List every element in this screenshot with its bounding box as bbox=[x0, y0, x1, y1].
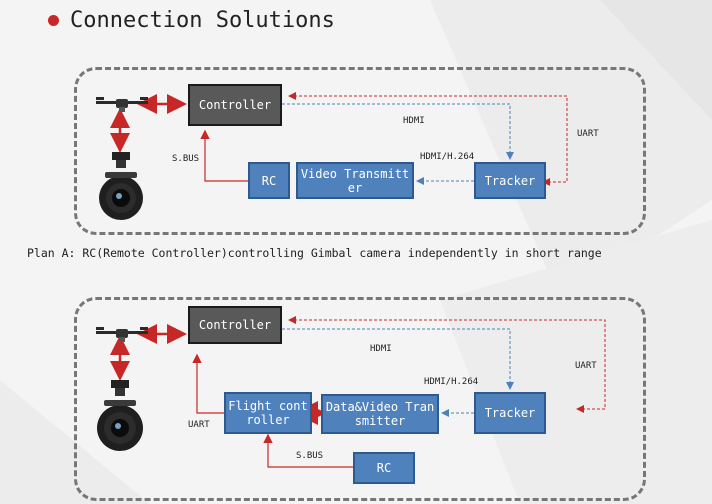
plan-a-hdmi-line bbox=[282, 103, 514, 160]
plan-b-panel bbox=[74, 297, 646, 501]
plan-b-data-video-transmitter-box: Data&Video Transmitter bbox=[321, 394, 439, 434]
plan-b-uart-right-label: UART bbox=[575, 361, 597, 371]
gimbal-camera-icon bbox=[99, 152, 143, 220]
plan-a-sbus-line bbox=[200, 129, 248, 182]
plan-b-uart-left-label: UART bbox=[188, 420, 210, 430]
plan-a-controller-box: Controller bbox=[188, 84, 282, 126]
plan-b-tracker-box: Tracker bbox=[474, 392, 546, 434]
plan-b-sbus-line bbox=[263, 433, 353, 468]
plan-a-sbus-label: S.BUS bbox=[172, 154, 200, 164]
plan-a-rc-box: RC bbox=[248, 162, 290, 199]
plan-a-caption: Plan A: RC(Remote Controller)controlling… bbox=[27, 246, 602, 260]
plan-a-tracker-box: Tracker bbox=[474, 162, 546, 199]
plan-b-controller-box: Controller bbox=[188, 306, 282, 344]
page-title: Connection Solutions bbox=[70, 8, 335, 33]
plan-a-video-transmitter-box: Video Transmitter bbox=[296, 162, 414, 199]
plan-b-hdmi-label: HDMI bbox=[370, 344, 392, 354]
plan-a-uart-line bbox=[288, 92, 568, 186]
plan-b-flight-controller-box: Flight controller bbox=[224, 392, 312, 434]
drone-icon bbox=[96, 327, 148, 342]
plan-b-uart-right-line bbox=[288, 316, 606, 413]
plan-a-uart-label: UART bbox=[577, 129, 599, 139]
plan-a-panel bbox=[74, 67, 646, 235]
gimbal-camera-icon bbox=[97, 380, 143, 451]
plan-b-hdmi-h264-label: HDMI/H.264 bbox=[424, 377, 479, 387]
plan-a-hdmi-h264-label: HDMI/H.264 bbox=[420, 152, 475, 162]
plan-b-uart-left-line bbox=[192, 353, 224, 414]
plan-b-sbus-label: S.BUS bbox=[296, 451, 324, 461]
plan-b-rc-box: RC bbox=[353, 452, 415, 484]
drone-icon bbox=[96, 97, 148, 112]
plan-a-hdmi-label: HDMI bbox=[403, 116, 425, 126]
title-bullet bbox=[48, 15, 59, 26]
